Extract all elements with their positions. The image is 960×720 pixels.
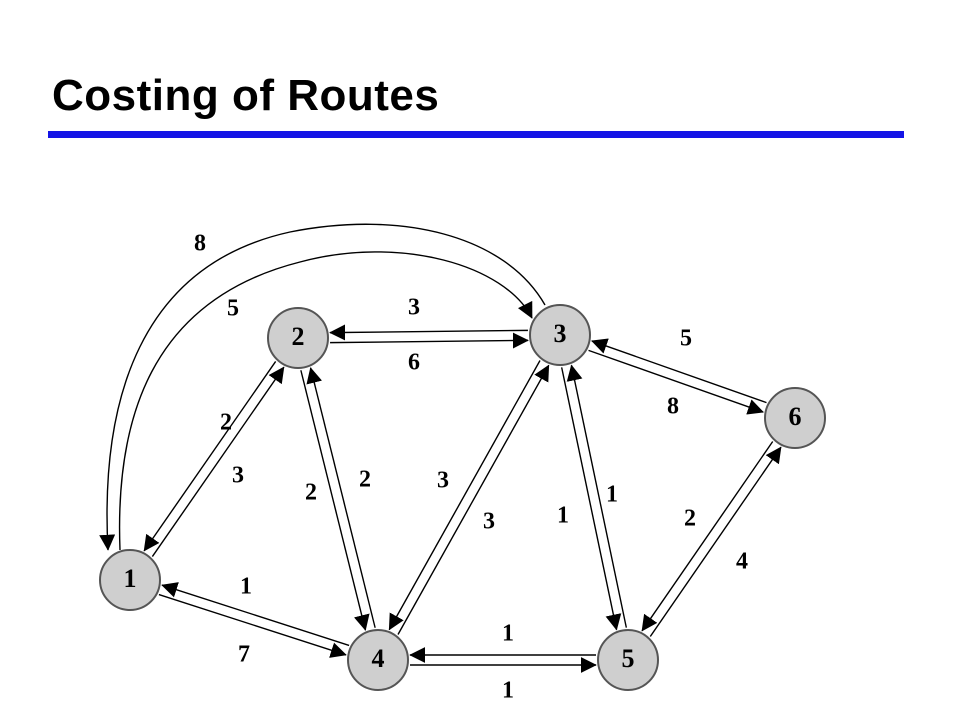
edge-4-to-2 [306, 367, 376, 628]
weight-1-to-3: 5 [227, 296, 239, 322]
node-label: 5 [622, 644, 635, 673]
edge-1-to-2 [151, 366, 285, 557]
weight-4-to-2: 2 [305, 480, 317, 506]
page-title: Costing of Routes [52, 71, 440, 120]
weight-5-to-3: 1 [557, 503, 569, 529]
weight-3-to-6: 5 [680, 326, 692, 352]
weight-5-to-4: 1 [502, 678, 514, 704]
node-circle [99, 549, 161, 611]
weight-2-to-3: 3 [408, 295, 420, 321]
weight-3-to-4: 3 [483, 509, 495, 535]
node-4: 4 [347, 629, 409, 691]
node-circle [267, 307, 329, 369]
weight-2-to-4: 2 [359, 467, 371, 493]
node-1: 1 [99, 549, 161, 611]
node-circle [597, 629, 659, 691]
edge-3-to-6 [588, 349, 764, 415]
edge-1-to-3 [118, 251, 533, 551]
node-label: 3 [554, 319, 567, 348]
weight-6-to-3: 8 [667, 394, 679, 420]
edge-5-to-6 [649, 446, 782, 637]
weight-4-to-5: 1 [502, 621, 514, 647]
edge-4-to-1 [161, 582, 350, 647]
node-label: 2 [292, 322, 305, 351]
node-2: 2 [267, 307, 329, 369]
node-circle [347, 629, 409, 691]
node-5: 5 [597, 629, 659, 691]
node-label: 6 [789, 402, 802, 431]
node-label: 1 [124, 564, 137, 593]
edge-3-to-1 [99, 223, 546, 551]
node-label: 4 [372, 644, 385, 673]
edge-3-to-2 [329, 324, 528, 341]
title-underline [48, 131, 904, 138]
edge-6-to-5 [641, 441, 774, 632]
node-circle [764, 387, 826, 449]
weight-6-to-5: 4 [736, 549, 748, 575]
edge-3-to-5 [560, 367, 622, 631]
weight-1-to-4: 1 [240, 574, 252, 600]
node-6: 6 [764, 387, 826, 449]
node-3: 3 [529, 304, 591, 366]
weight-3-to-1: 8 [194, 231, 206, 257]
weight-3-to-2: 6 [408, 350, 420, 376]
node-circle [529, 304, 591, 366]
edge-2-to-3 [330, 332, 529, 349]
edge-5-to-3 [566, 364, 628, 628]
edge-2-to-4 [300, 370, 370, 631]
edge-1-to-4 [158, 593, 347, 658]
weight-1-to-2: 2 [220, 410, 232, 436]
weight-5-to-6: 2 [684, 506, 696, 532]
edge-4-to-3 [397, 364, 550, 635]
edge-6-to-3 [591, 338, 767, 404]
weight-4-to-3: 3 [437, 468, 449, 494]
weight-4-to-1: 7 [238, 642, 250, 668]
edge-3-to-4 [388, 360, 541, 631]
weight-2-to-1: 3 [232, 463, 244, 489]
edge-2-to-1 [143, 361, 277, 552]
weight-3-to-5: 1 [606, 482, 618, 508]
